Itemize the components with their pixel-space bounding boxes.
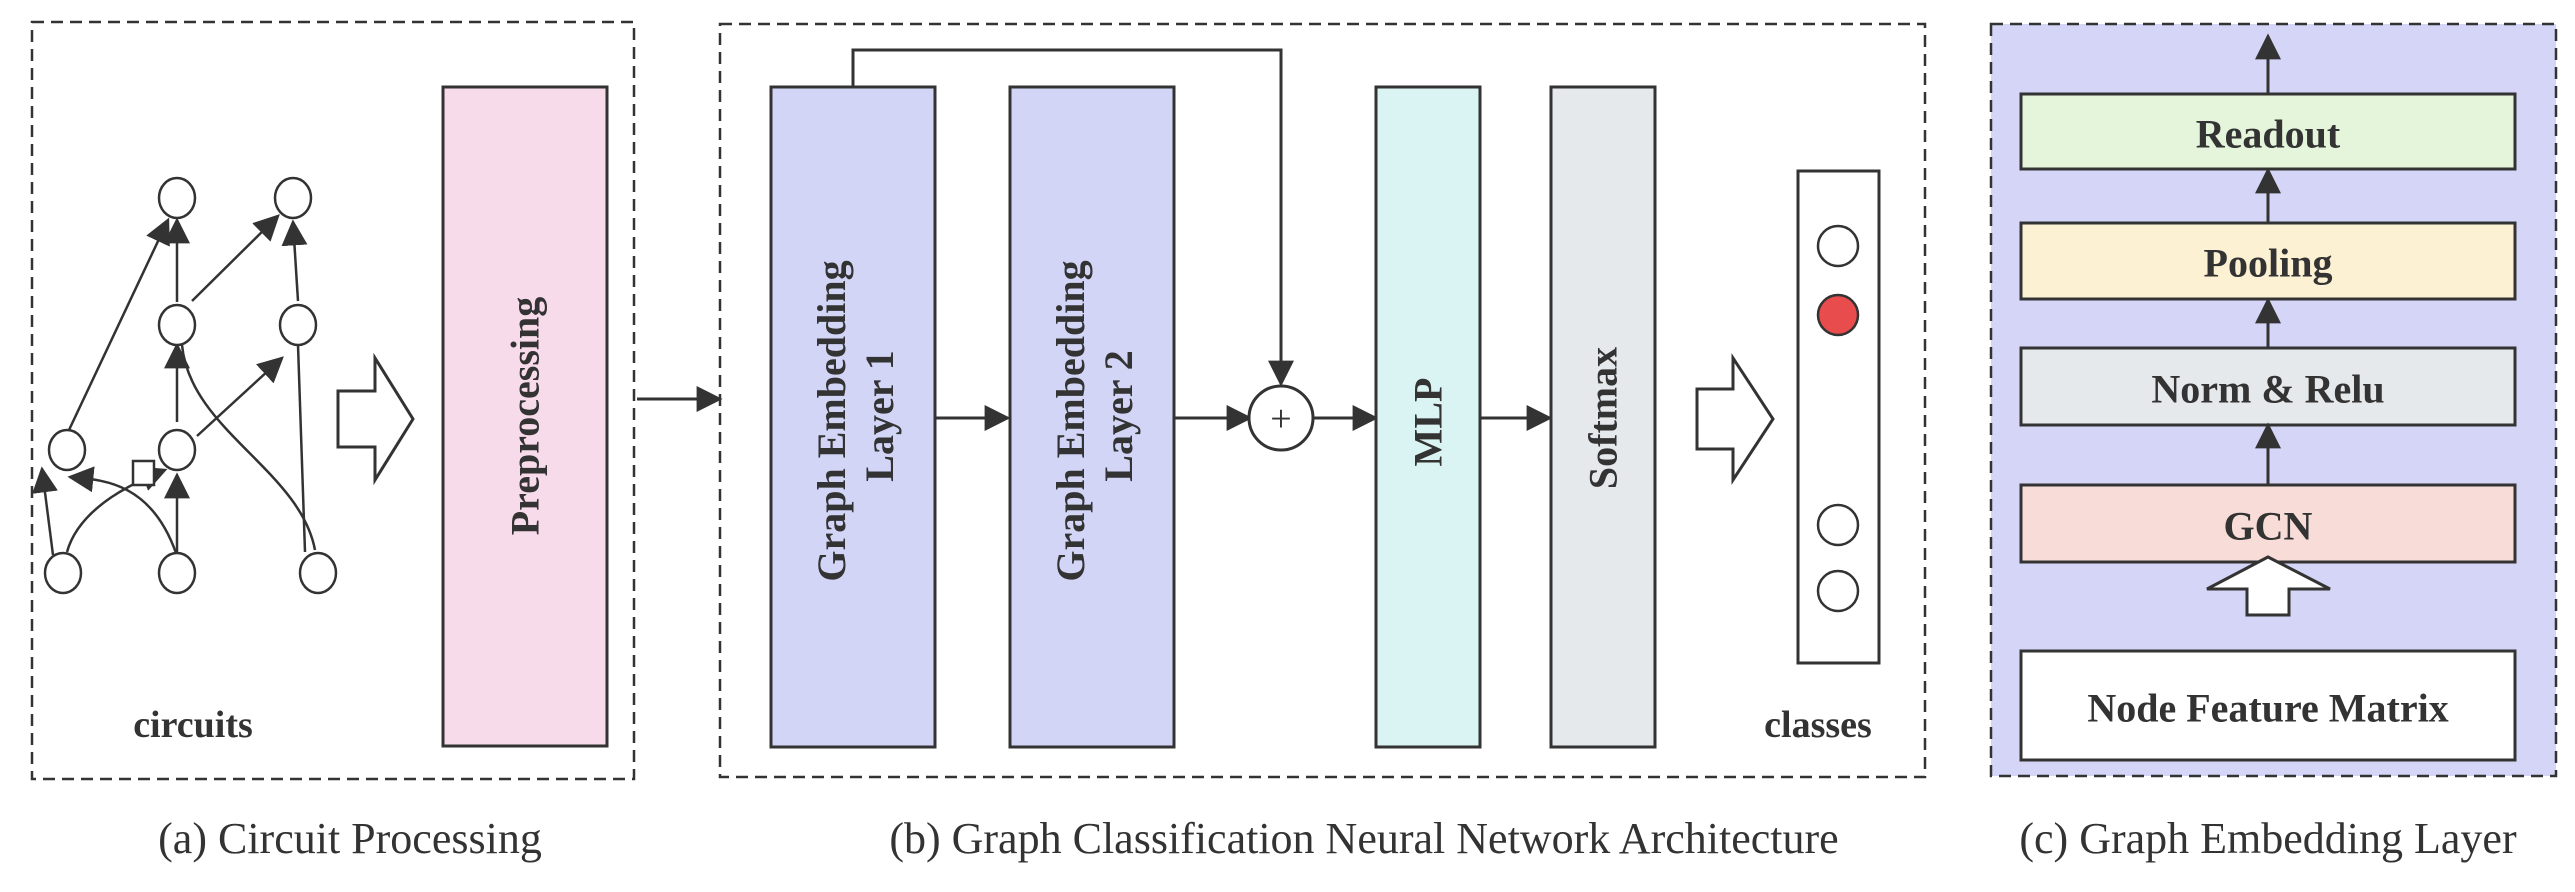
circuit-node [298, 551, 338, 595]
circuit-edge [296, 344, 307, 553]
node-feature-matrix-label: Node Feature Matrix [2087, 686, 2448, 731]
hollow-arrow-icon [336, 352, 415, 486]
circuit-node [157, 303, 197, 347]
gcn-label: GCN [2224, 504, 2313, 549]
circuit-edge [67, 217, 170, 431]
active-class-node [1816, 293, 1860, 337]
circuit-node [157, 551, 197, 595]
class-node [1816, 503, 1860, 547]
readout-label: Readout [2196, 112, 2341, 157]
graph-embedding-layer-1-label: Graph Embedding Layer 1 [809, 250, 902, 581]
panel-c-graph-embedding-layer: Readout Pooling Norm & Relu GCN Node Fea… [1989, 22, 2558, 778]
gcn-block [2019, 483, 2517, 564]
preprocessing-label: Preprocessing [503, 297, 548, 536]
graph-embedding-layer-2-label: Graph Embedding Layer 2 [1048, 250, 1141, 581]
circuit-edge [65, 466, 168, 553]
hollow-up-arrow-icon [2206, 555, 2331, 617]
circuit-graph [32, 176, 338, 595]
circuit-edge [32, 466, 58, 556]
circuit-edge [196, 356, 284, 437]
mlp-block [1374, 85, 1482, 749]
circuit-node [157, 176, 197, 220]
softmax-label: Softmax [1581, 347, 1626, 489]
classes-label: classes [1764, 704, 1872, 746]
pooling-label: Pooling [2204, 241, 2333, 286]
norm-relu-label: Norm & Relu [2151, 367, 2384, 412]
circuit-edge [281, 219, 308, 302]
caption-a: (a) Circuit Processing [158, 814, 542, 863]
preprocessing-block [441, 85, 609, 748]
add-symbol: + [1270, 398, 1291, 440]
caption-b: (b) Graph Classification Neural Network … [889, 814, 1838, 863]
circuit-node [157, 428, 197, 472]
softmax-block [1549, 85, 1657, 749]
panel-a-frame [30, 20, 636, 781]
circuit-edge [180, 344, 317, 551]
norm-relu-block [2019, 346, 2517, 427]
hollow-arrow-icon [1695, 352, 1775, 486]
circuits-label: circuits [133, 704, 253, 746]
circuit-edge [191, 214, 280, 302]
circuit-node [43, 551, 83, 595]
node-feature-matrix-block [2019, 649, 2517, 762]
circuit-node [273, 176, 313, 220]
circuit-node [278, 303, 318, 347]
panel-a-circuit-processing: circuits Preprocessing [30, 20, 636, 781]
caption-c: (c) Graph Embedding Layer [2019, 814, 2517, 863]
mlp-label: MLP [1406, 378, 1451, 467]
panel-b-frame [718, 22, 1927, 779]
circuit-square-node [131, 459, 156, 487]
class-node [1816, 569, 1860, 613]
circuit-node [47, 428, 87, 472]
panel-b-architecture: Graph Embedding Layer 1 Graph Embedding … [718, 22, 1927, 779]
graph-embedding-layer-1-block [769, 85, 937, 749]
skip-connection-arrow [851, 48, 1294, 387]
circuit-edge [67, 466, 178, 554]
class-node [1816, 224, 1860, 268]
